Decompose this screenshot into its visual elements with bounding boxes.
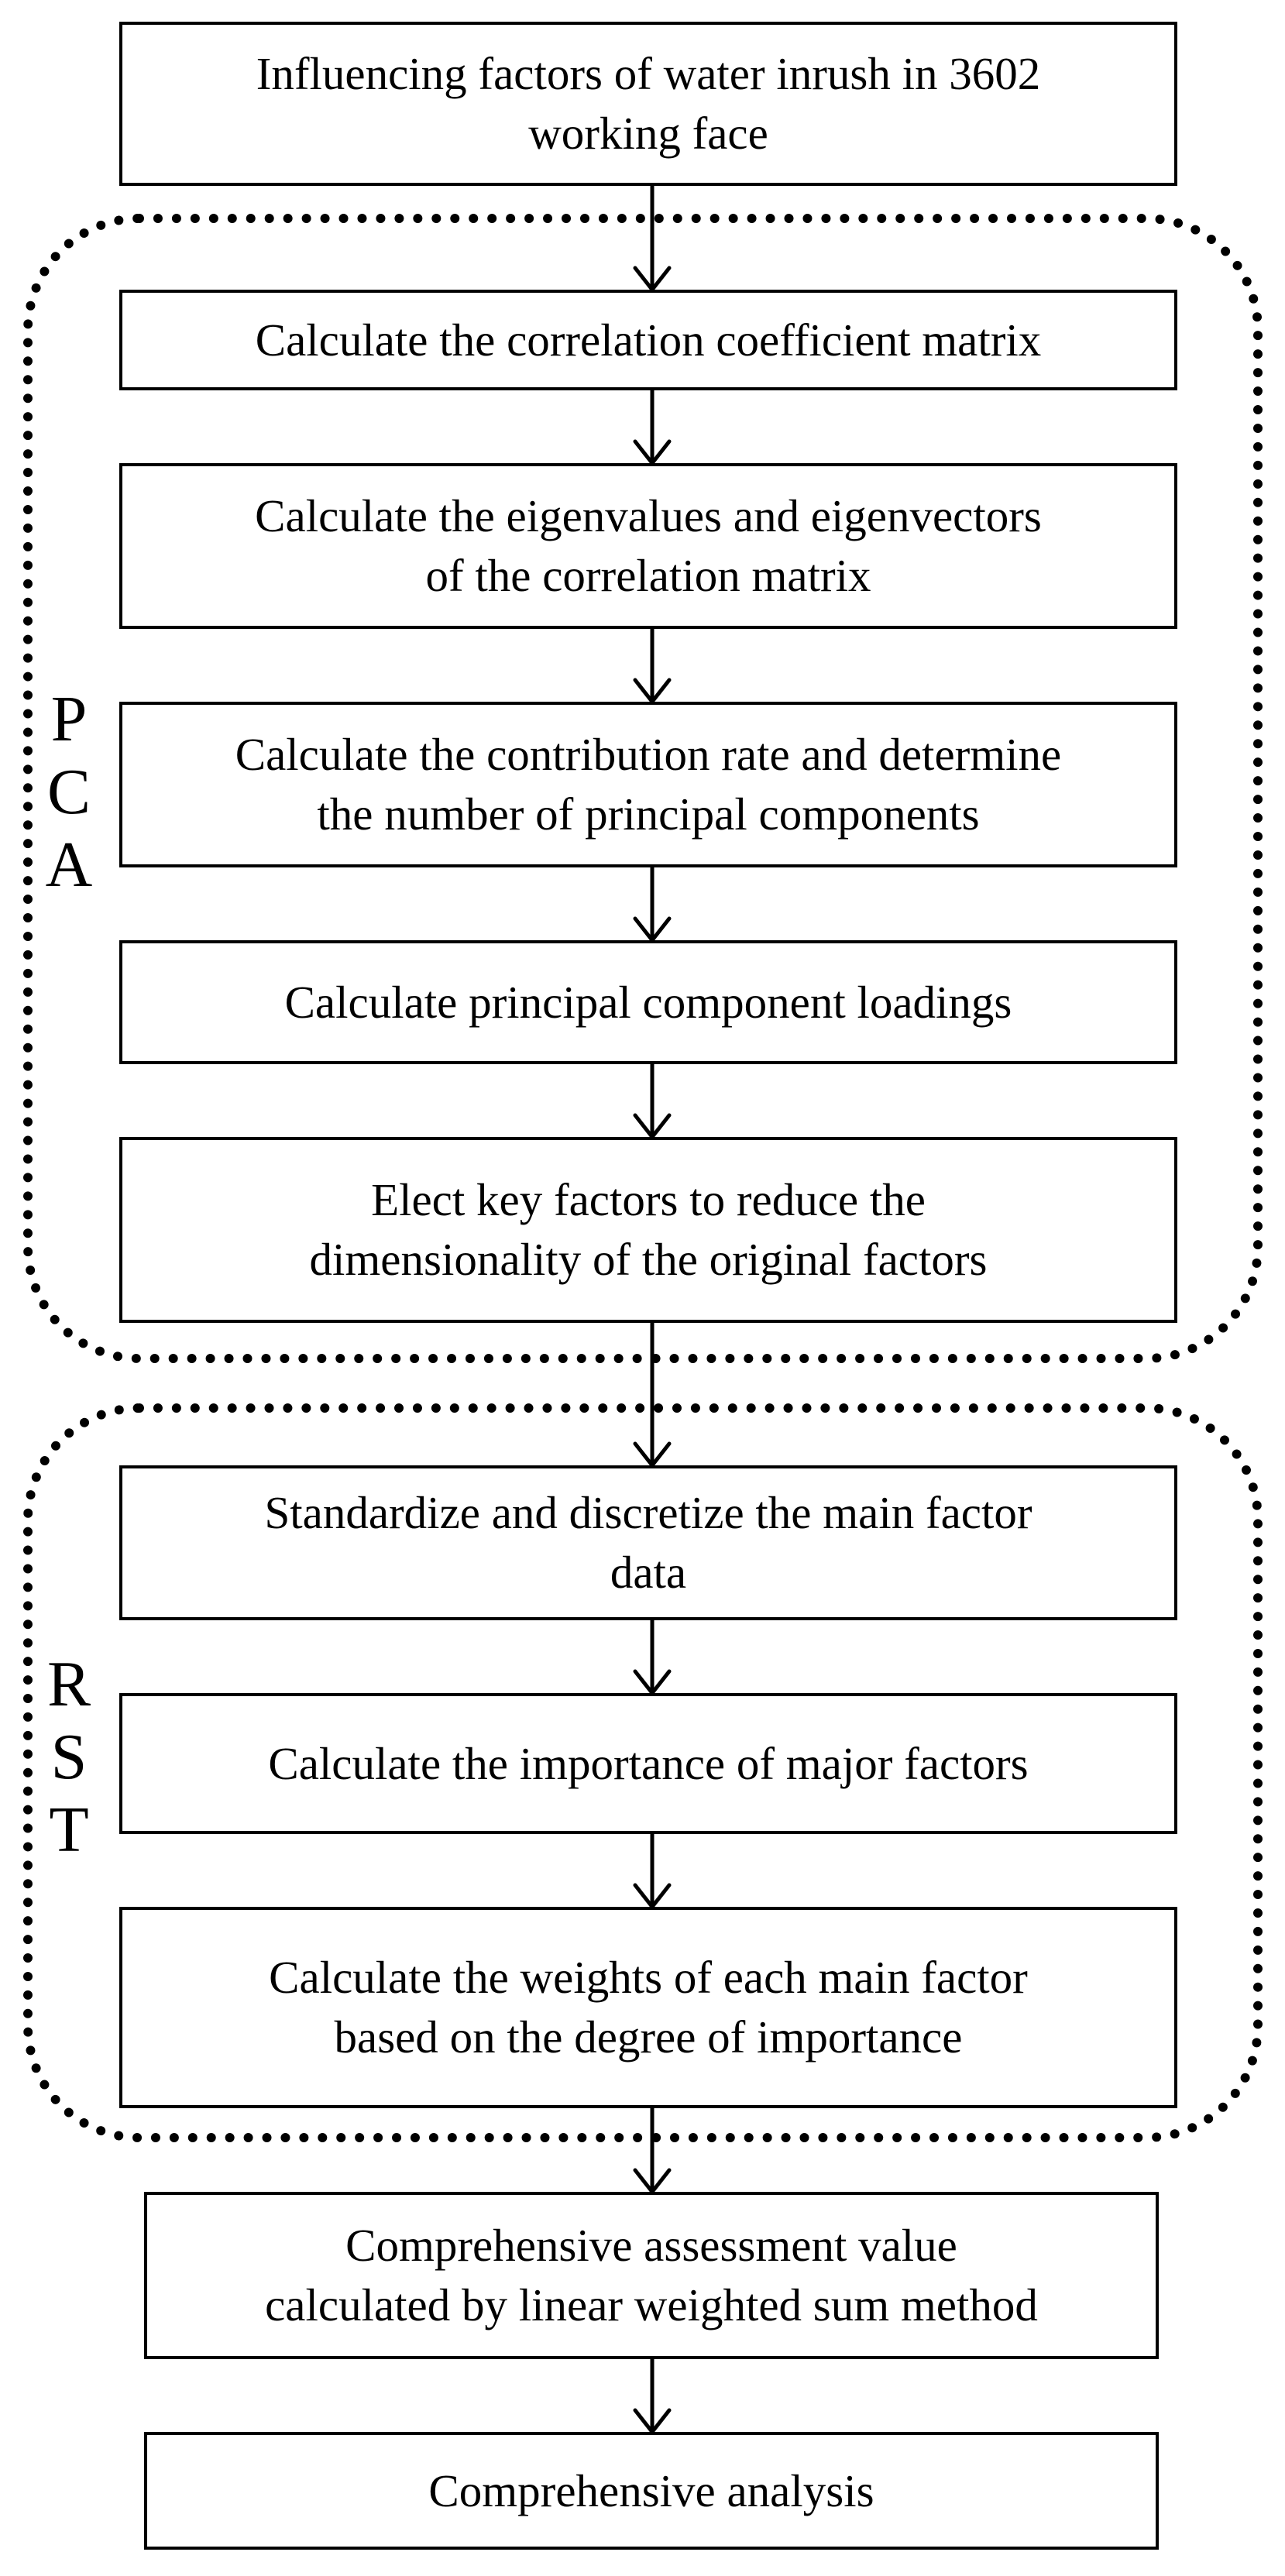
pca-letter: P bbox=[50, 683, 88, 755]
step-standardize-discretize: Standardize and discretize the main fact… bbox=[119, 1465, 1177, 1620]
arrow-s5-s6 bbox=[633, 1060, 672, 1139]
step-importance-factors: Calculate the importance of major factor… bbox=[119, 1693, 1177, 1834]
arrow-s4-s5 bbox=[633, 864, 672, 943]
rst-group-outline bbox=[23, 1403, 1263, 2142]
arrow-s7-s8 bbox=[633, 1616, 672, 1695]
rst-letter: T bbox=[49, 1794, 89, 1867]
step-influencing-factors: Influencing factors of water inrush in 3… bbox=[119, 22, 1177, 186]
step-weights: Calculate the weights of each main facto… bbox=[119, 1907, 1177, 2108]
arrow-s3-s4 bbox=[633, 625, 672, 704]
step-contribution-rate: Calculate the contribution rate and dete… bbox=[119, 702, 1177, 867]
pca-letter: A bbox=[45, 829, 93, 902]
arrow-s10-s11 bbox=[633, 2355, 672, 2434]
arrow-s1-s2 bbox=[633, 182, 672, 292]
step-comprehensive-analysis: Comprehensive analysis bbox=[144, 2432, 1159, 2550]
step-correlation-matrix: Calculate the correlation coefficient ma… bbox=[119, 290, 1177, 390]
pca-group-label: P C A bbox=[34, 683, 104, 902]
step-component-loadings: Calculate principal component loadings bbox=[119, 940, 1177, 1064]
arrow-s2-s3 bbox=[633, 386, 672, 465]
arrow-s9-s10 bbox=[633, 2104, 672, 2194]
pca-letter: C bbox=[46, 756, 91, 829]
arrow-s6-s7 bbox=[633, 1319, 672, 1468]
rst-group-label: R S T bbox=[34, 1648, 104, 1867]
arrow-s8-s9 bbox=[633, 1830, 672, 1909]
step-assessment-value: Comprehensive assessment value calculate… bbox=[144, 2192, 1159, 2359]
step-eigenvalues: Calculate the eigenvalues and eigenvecto… bbox=[119, 463, 1177, 629]
step-elect-key-factors: Elect key factors to reduce the dimensio… bbox=[119, 1137, 1177, 1323]
rst-letter: R bbox=[46, 1648, 91, 1720]
rst-letter: S bbox=[50, 1721, 88, 1794]
pca-group-outline bbox=[23, 214, 1263, 1363]
